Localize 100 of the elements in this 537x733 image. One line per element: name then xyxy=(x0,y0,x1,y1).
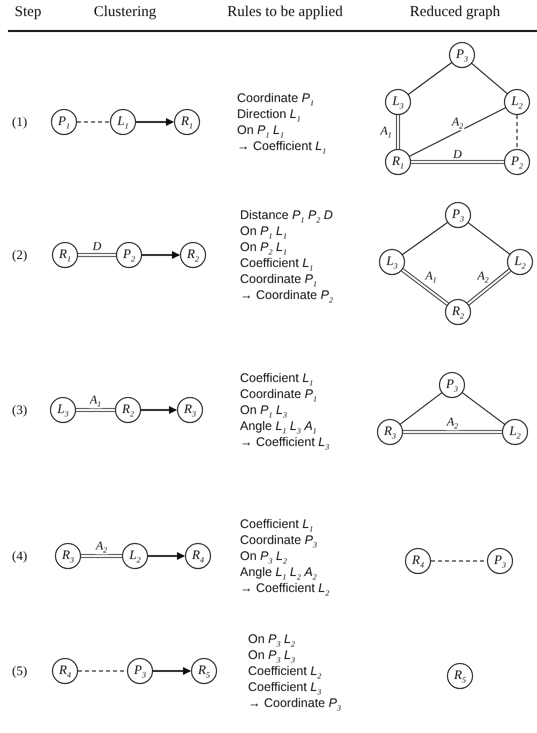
column-header: Step xyxy=(14,4,42,21)
node-label: P$_{3}$ xyxy=(494,552,506,570)
connector-line xyxy=(396,114,400,150)
connector-line xyxy=(400,392,442,425)
rule-text: → Coefficient L$_{1}$ xyxy=(237,138,326,158)
node-circle xyxy=(504,149,530,175)
node-label: R$_{3}$ xyxy=(62,548,74,564)
node-label: R$_{3}$ xyxy=(184,402,196,418)
rule-text: Coordinate P$_{1}$ xyxy=(240,271,317,290)
node-label: P$_{3}$ xyxy=(134,662,146,680)
node-circle xyxy=(507,249,533,275)
edge-label: A$_{2}$ xyxy=(476,269,490,285)
edge-label: A$_{1}$ xyxy=(379,124,393,140)
arrow xyxy=(141,406,177,414)
rule-text: On P$_{3}$ L$_{3}$ xyxy=(248,647,295,666)
step-number: (5) xyxy=(12,663,28,679)
node-circle xyxy=(449,42,475,68)
edge-label: D xyxy=(92,240,102,252)
node-label: R$_{2}$ xyxy=(187,246,199,264)
rule-text: Coordinate P$_{3}$ xyxy=(240,532,317,551)
rule-text: Coefficient L$_{2}$ xyxy=(248,663,322,682)
connector-line xyxy=(402,430,502,434)
node-circle xyxy=(55,543,81,569)
rule-text: Angle L$_{1}$ L$_{3}$ A$_{1}$ xyxy=(240,418,317,437)
node-label: P$_{2}$ xyxy=(123,246,135,264)
node-label: L$_{3}$ xyxy=(392,94,404,110)
column-header: Clustering xyxy=(94,4,156,21)
node-label: P$_{2}$ xyxy=(511,154,523,170)
node-circle xyxy=(447,663,473,689)
node-circle xyxy=(191,658,217,684)
node-label: R$_{4}$ xyxy=(192,548,204,564)
rule-text: On P$_{1}$ L$_{1}$ xyxy=(237,122,284,141)
node-circle xyxy=(185,543,211,569)
node-circle xyxy=(122,543,148,569)
connector-line xyxy=(410,160,504,164)
step-number: (3) xyxy=(12,402,28,418)
node-circle xyxy=(51,109,77,135)
rule-text: Coordinate P$_{1}$ xyxy=(237,90,314,109)
node-circle xyxy=(504,89,530,115)
node-label: L$_{2}$ xyxy=(514,254,526,270)
node-label: P$_{3}$ xyxy=(446,376,458,394)
node-circle xyxy=(385,89,411,115)
rule-text: On P$_{1}$ L$_{3}$ xyxy=(240,402,287,421)
rule-text: On P$_{1}$ L$_{1}$ xyxy=(240,223,287,242)
step-number: (4) xyxy=(12,548,28,564)
arrow xyxy=(142,251,180,259)
node-label: P$_{1}$ xyxy=(58,114,70,130)
edge-label: A$_{2}$ xyxy=(450,115,464,131)
connector-line xyxy=(402,222,448,255)
node-circle xyxy=(115,397,141,423)
node-circle xyxy=(177,397,203,423)
node-circle xyxy=(50,397,76,423)
node-circle xyxy=(52,242,78,268)
connector-line xyxy=(516,114,518,150)
connector-line xyxy=(468,222,510,255)
arrow xyxy=(153,667,191,675)
edge-label: A$_{1}$ xyxy=(88,393,102,409)
node-circle xyxy=(385,149,411,175)
node-circle xyxy=(487,548,513,574)
rule-text: Coefficient L$_{1}$ xyxy=(240,516,314,535)
node-label: R$_{2}$ xyxy=(452,304,464,320)
rule-text: Direction L$_{1}$ xyxy=(237,106,301,125)
arrow xyxy=(136,118,174,126)
node-label: R$_{1}$ xyxy=(59,246,71,264)
node-circle xyxy=(180,242,206,268)
rule-text: Coordinate P$_{1}$ xyxy=(240,386,317,405)
node-label: L$_{1}$ xyxy=(117,114,129,130)
node-circle xyxy=(379,249,405,275)
node-label: L$_{3}$ xyxy=(386,254,398,270)
node-circle xyxy=(445,299,471,325)
connector-line xyxy=(76,408,116,412)
node-circle xyxy=(116,242,142,268)
edge-label: A$_{2}$ xyxy=(94,539,108,555)
connector-line xyxy=(466,268,512,306)
node-circle xyxy=(377,419,403,445)
rule-text: → Coordinate P$_{3}$ xyxy=(248,695,341,714)
node-circle xyxy=(52,658,78,684)
column-header: Reduced graph xyxy=(410,4,500,21)
arrow xyxy=(148,552,185,560)
step-number: (2) xyxy=(12,247,28,263)
node-circle xyxy=(174,109,200,135)
rule-text: → Coefficient L$_{2}$ xyxy=(240,580,330,600)
rule-text: On P$_{2}$ L$_{1}$ xyxy=(240,239,287,258)
rule-text: Angle L$_{1}$ L$_{2}$ A$_{2}$ xyxy=(240,564,317,583)
connector-line xyxy=(408,62,452,95)
rule-text: On P$_{3}$ L$_{2}$ xyxy=(248,631,295,650)
edge-label: A$_{1}$ xyxy=(424,269,438,285)
connector-line xyxy=(471,62,508,94)
column-header: Rules to be applied xyxy=(227,4,343,21)
rule-text: Coefficient L$_{1}$ xyxy=(240,255,314,274)
node-circle xyxy=(502,419,528,445)
node-label: L$_{2}$ xyxy=(509,424,521,440)
node-label: R$_{1}$ xyxy=(181,114,193,130)
node-circle xyxy=(445,202,471,228)
node-label: R$_{5}$ xyxy=(454,668,466,684)
node-label: L$_{2}$ xyxy=(511,94,523,110)
node-label: R$_{1}$ xyxy=(392,154,404,170)
node-label: R$_{5}$ xyxy=(198,662,210,680)
connector-line xyxy=(401,268,449,306)
rule-text: Distance P$_{1}$ P$_{2}$ D xyxy=(240,207,333,226)
